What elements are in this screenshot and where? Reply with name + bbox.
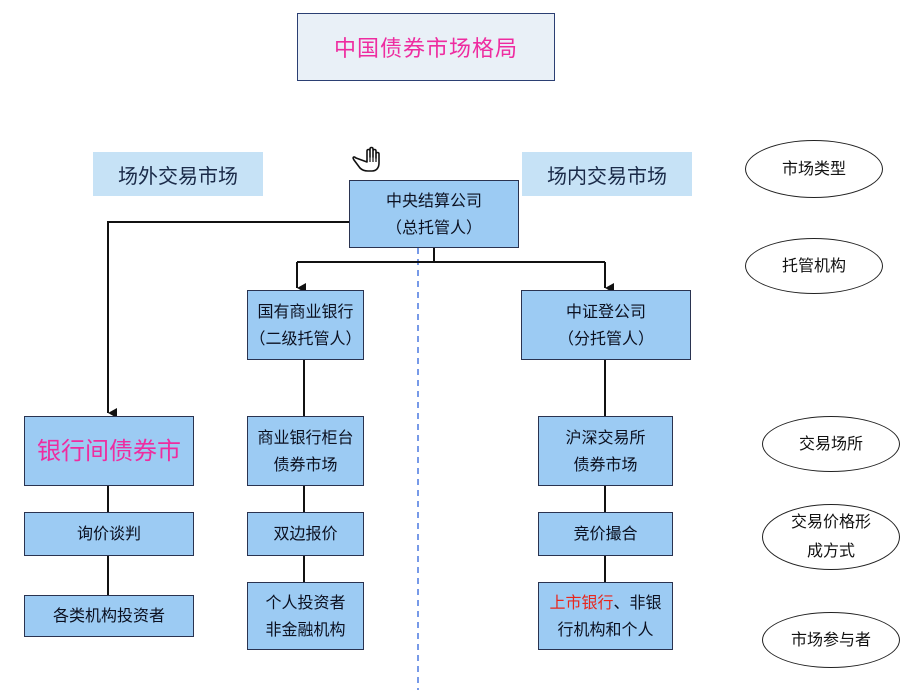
csdc-node: 中证登公司 （分托管人）	[521, 290, 691, 360]
listed-banks-highlight: 上市银行	[549, 592, 614, 612]
listed-banks-node: 上市银行、非银 行机构和个人	[538, 582, 673, 650]
otc-market-label: 场外交易市场	[93, 152, 263, 196]
institutional-investors-node: 各类机构投资者	[24, 595, 194, 637]
sh-sz-line1: 沪深交易所	[565, 427, 646, 447]
sh-sz-line2: 债券市场	[573, 455, 638, 474]
bilateral-quote-node: 双边报价	[247, 512, 364, 556]
bank-counter-line1: 商业银行柜台	[257, 427, 354, 447]
csdc-role: （分托管人）	[557, 329, 654, 348]
state-bank-role: （二级托管人）	[249, 329, 362, 348]
interbank-market-node: 银行间债券市	[24, 416, 194, 486]
inquiry-negotiation-node: 询价谈判	[24, 512, 194, 556]
csdc-name: 中证登公司	[565, 301, 646, 321]
legend-custodian: 托管机构	[745, 238, 883, 294]
individuals-line2: 非金融机构	[265, 620, 346, 639]
state-bank-name: 国有商业银行	[257, 301, 354, 321]
listed-line2: 行机构和个人	[557, 620, 654, 639]
legend-pricing-line2: 成方式	[806, 541, 855, 560]
bank-counter-line2: 债券市场	[273, 455, 338, 474]
diagram-title: 中国债券市场格局	[297, 13, 555, 81]
legend-participants: 市场参与者	[762, 612, 900, 668]
legend-pricing-line1: 交易价格形	[790, 512, 871, 532]
exchange-market-label: 场内交易市场	[522, 152, 692, 196]
hand-pointer-icon	[352, 146, 380, 172]
bank-counter-market-node: 商业银行柜台 债券市场	[247, 416, 364, 486]
legend-price-formation: 交易价格形 成方式	[762, 504, 900, 570]
central-depository-node: 中央结算公司 （总托管人）	[349, 180, 519, 248]
legend-market-type: 市场类型	[745, 140, 883, 198]
individual-investors-node: 个人投资者 非金融机构	[247, 582, 364, 650]
legend-trading-venue: 交易场所	[762, 416, 900, 472]
listed-line1-rest: 、非银	[613, 592, 662, 612]
central-to-interbank-arrow	[107, 221, 349, 418]
central-role: （总托管人）	[385, 218, 482, 237]
central-name: 中央结算公司	[385, 190, 482, 210]
individuals-line1: 个人投资者	[265, 592, 346, 612]
sh-sz-exchange-node: 沪深交易所 债券市场	[538, 416, 673, 486]
auction-matching-node: 竞价撮合	[538, 512, 673, 556]
listed-line1: 上市银行、非银	[549, 589, 661, 616]
state-bank-node: 国有商业银行 （二级托管人）	[247, 290, 364, 360]
